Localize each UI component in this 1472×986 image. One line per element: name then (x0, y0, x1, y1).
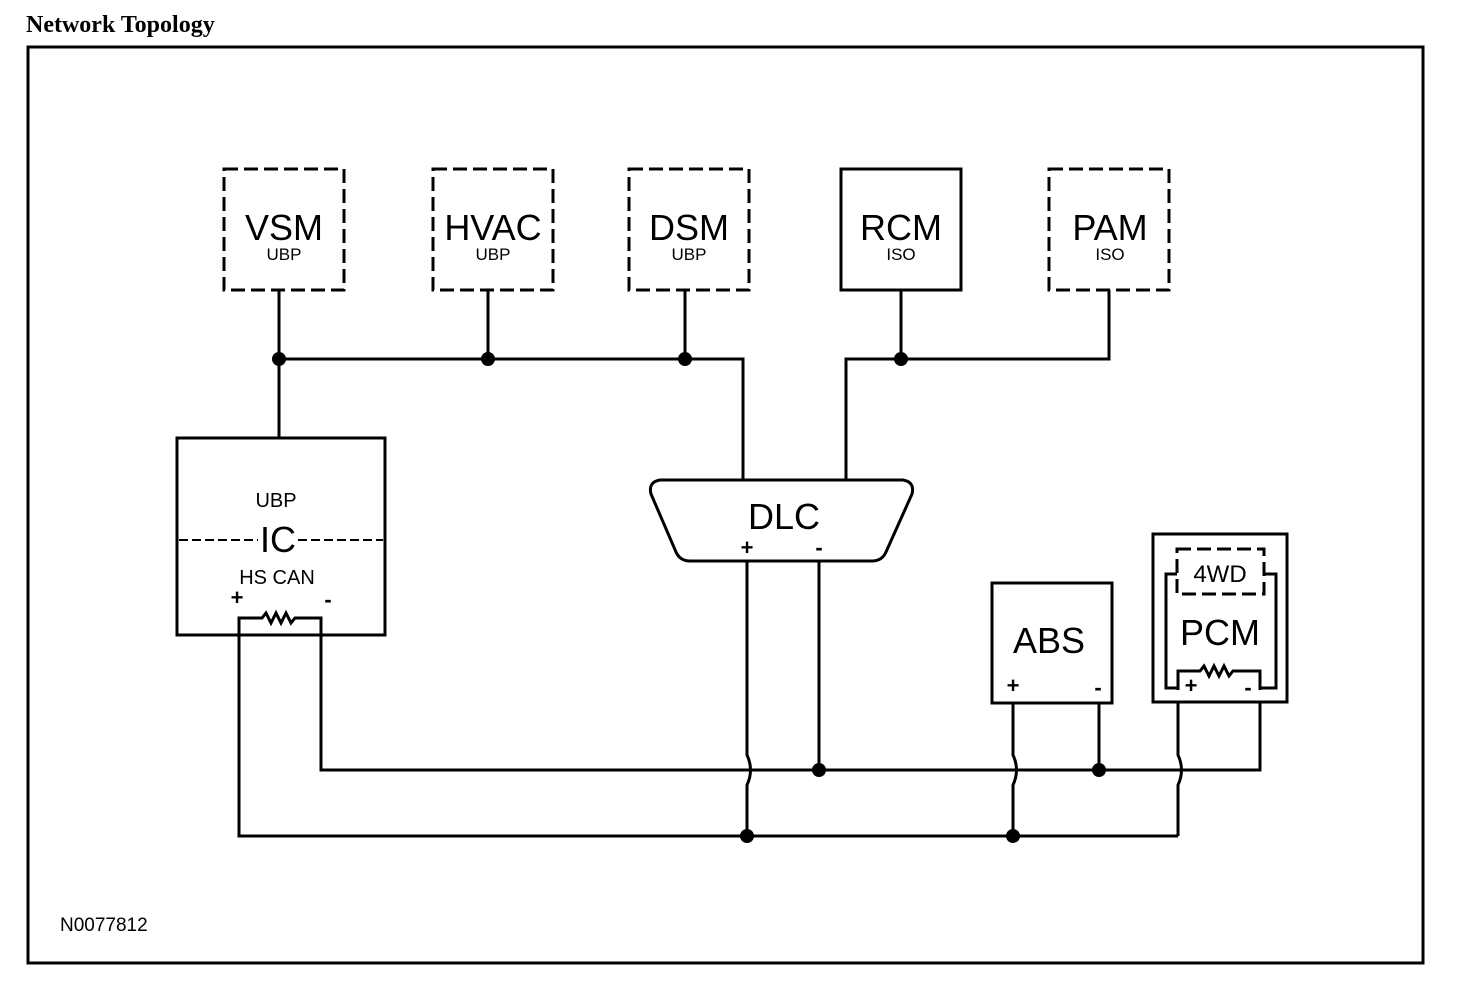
pcm-plus-wire (1176, 684, 1183, 836)
ic-box (175, 436, 387, 637)
pcm-4wd-left-link (1164, 572, 1178, 690)
pcm-label: PCM (1180, 612, 1260, 653)
dlc-plus-wire (745, 562, 752, 836)
diagram-title: Network Topology (26, 12, 215, 38)
pam-protocol: ISO (1095, 245, 1124, 264)
dlc-label: DLC (748, 496, 820, 537)
hs-can-plus-bus (237, 562, 1183, 843)
pcm-termination-resistor-icon (1176, 662, 1262, 690)
ubp-bus (272, 290, 745, 480)
module-pam[interactable]: PAM ISO (1047, 167, 1171, 292)
module-abs[interactable]: ABS + - (990, 581, 1114, 705)
module-rcm[interactable]: RCM ISO (839, 167, 963, 292)
dsm-label: DSM (649, 207, 729, 248)
module-dsm[interactable]: DSM UBP (627, 167, 751, 292)
ic-plus-sign: + (231, 585, 244, 610)
rcm-box (839, 167, 963, 292)
abs-box (990, 581, 1114, 705)
ic-upper-network: UBP (255, 490, 296, 512)
abs-label: ABS (1013, 620, 1085, 661)
vsm-label: VSM (245, 207, 323, 248)
vsm-box (222, 167, 346, 292)
module-dlc[interactable]: DLC + - (648, 478, 915, 563)
pam-box (1047, 167, 1171, 292)
rcm-label: RCM (860, 207, 942, 248)
iso-trunk-wire (844, 290, 1111, 480)
figure-id: N0077812 (60, 915, 148, 936)
dlc-minus-sign: - (815, 535, 822, 560)
splice-hvac (481, 352, 495, 366)
iso-bus (844, 290, 1111, 480)
diagram-frame (26, 45, 1425, 965)
hvac-label: HVAC (444, 207, 541, 248)
splice-abs-minus (1092, 763, 1106, 777)
ic-minus-sign: - (324, 587, 331, 612)
pam-label: PAM (1072, 207, 1147, 248)
dsm-box (627, 167, 751, 292)
splice-vsm (272, 352, 286, 366)
module-hvac[interactable]: HVAC UBP (431, 167, 555, 292)
dlc-plus-sign: + (741, 535, 754, 560)
ubp-trunk-wire (279, 357, 745, 480)
ic-lower-network: HS CAN (239, 567, 315, 589)
splice-dlc-minus (812, 763, 826, 777)
hvac-box (431, 167, 555, 292)
can-plus-wire (237, 618, 1178, 838)
pcm-minus-sign: - (1244, 675, 1251, 700)
pcm-plus-sign: + (1185, 673, 1198, 698)
module-ic[interactable]: UBP IC HS CAN + - (175, 436, 387, 637)
abs-plus-sign: + (1007, 673, 1020, 698)
fourwd-box (1175, 547, 1266, 596)
splice-abs-plus (1006, 829, 1020, 843)
module-pcm[interactable]: 4WD PCM + - (1151, 532, 1289, 704)
fourwd-label: 4WD (1193, 561, 1246, 588)
splice-dlc-plus (740, 829, 754, 843)
splice-rcm (894, 352, 908, 366)
vsm-protocol: UBP (267, 245, 302, 264)
splice-dsm (678, 352, 692, 366)
ic-label: IC (260, 519, 296, 560)
dsm-protocol: UBP (672, 245, 707, 264)
hvac-protocol: UBP (476, 245, 511, 264)
ic-termination-resistor-icon (237, 609, 323, 636)
module-vsm[interactable]: VSM UBP (222, 167, 346, 292)
pcm-4wd-right-link (1260, 572, 1278, 690)
abs-minus-sign: - (1094, 675, 1101, 700)
can-minus-wire (319, 618, 1262, 772)
abs-plus-wire (1011, 703, 1018, 836)
hs-can-minus-bus (319, 562, 1262, 777)
rcm-protocol: ISO (886, 245, 915, 264)
dlc-connector-shape (648, 478, 915, 563)
